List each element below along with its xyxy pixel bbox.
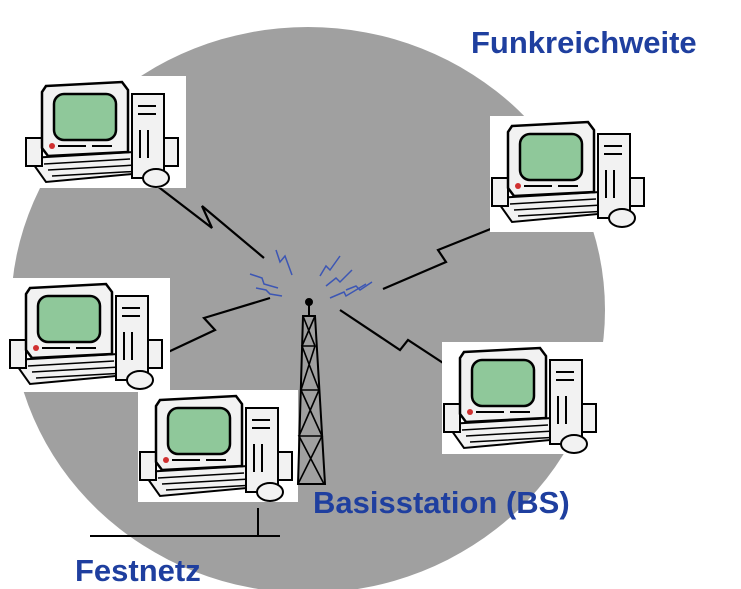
computer-top-left [24, 76, 186, 189]
radio-link-top-left [151, 181, 265, 259]
radio-wave-icon [249, 249, 373, 299]
computer-bottom-center [138, 390, 298, 503]
radio-link-left-middle [165, 296, 271, 354]
radio-link-right-upper [382, 226, 494, 291]
computer-right-upper [490, 116, 652, 232]
radio-link-right-lower [339, 309, 467, 379]
antenna-tower-icon [296, 298, 327, 485]
computer-left-middle [8, 278, 170, 392]
radio-range-label: Funkreichweite [471, 25, 697, 60]
computer-right-lower [442, 342, 612, 455]
radio-links [151, 181, 494, 379]
base-station-label: Basisstation (BS) [313, 485, 570, 520]
fixed-network-line [90, 508, 280, 537]
fixed-network-label: Festnetz [75, 553, 201, 588]
